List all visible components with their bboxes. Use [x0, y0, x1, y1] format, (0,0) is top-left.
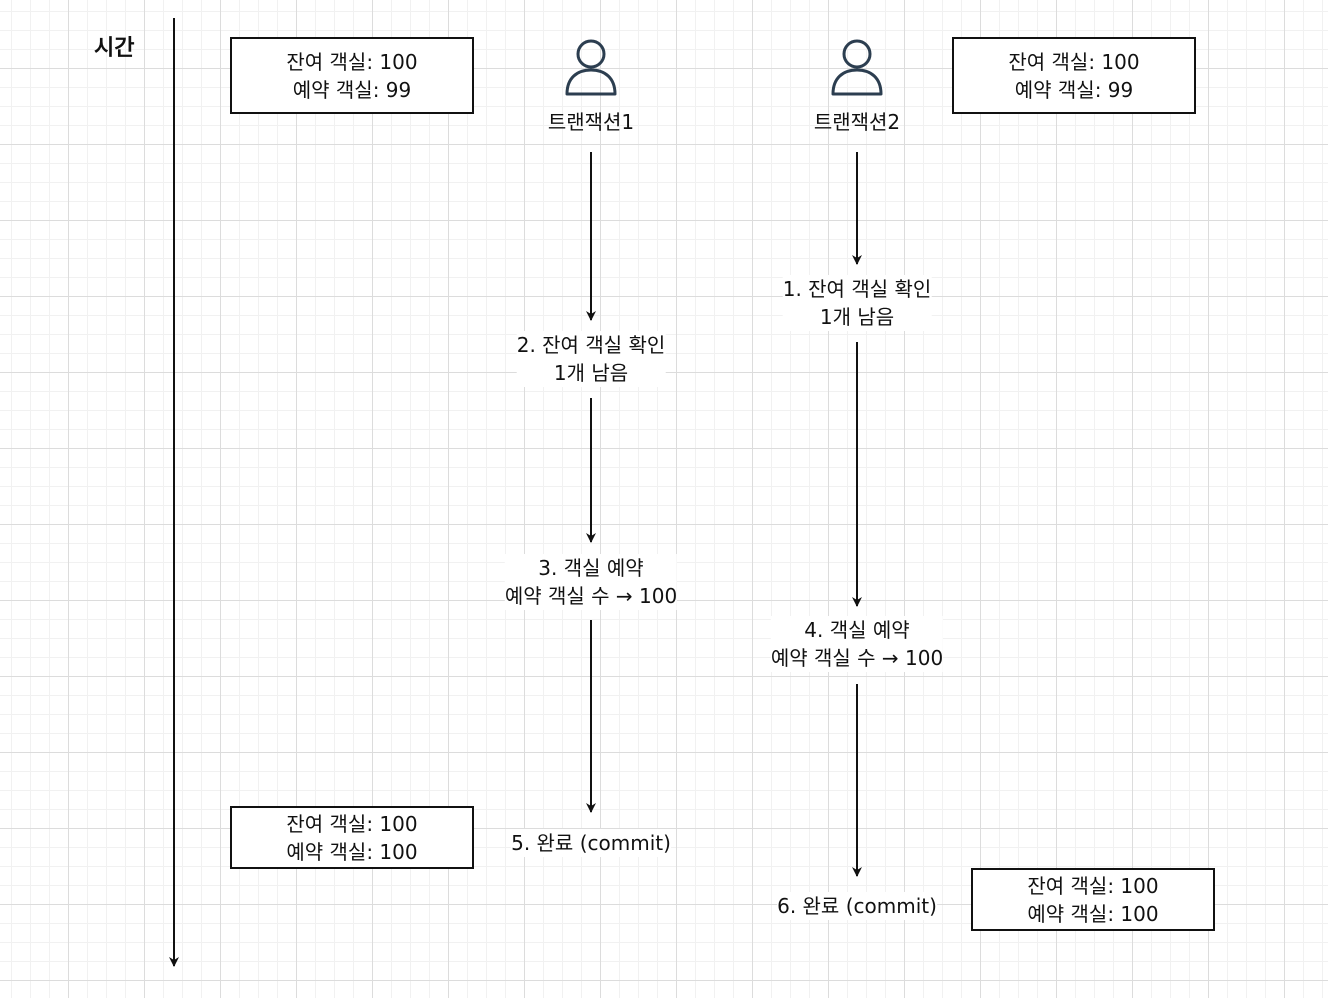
remaining-rooms-text: 잔여 객실: 100: [286, 811, 418, 836]
user-icon: [831, 39, 883, 96]
state-box-t2-final: 잔여 객실: 100 예약 객실: 100: [971, 868, 1215, 931]
step-detail: 1개 남음: [819, 305, 895, 329]
user-icon: [565, 39, 617, 96]
time-axis-label: 시간: [94, 36, 135, 61]
state-box-t1-initial: 잔여 객실: 100 예약 객실: 99: [230, 37, 474, 114]
step-2-label: 2. 잔여 객실 확인 1개 남음: [516, 331, 666, 387]
step-5-label: 5. 완료 (commit): [511, 829, 671, 857]
state-box-t1-final: 잔여 객실: 100 예약 객실: 100: [230, 806, 474, 869]
reserved-rooms-text: 예약 객실: 99: [292, 77, 412, 102]
step-title: 5. 완료 (commit): [511, 831, 671, 855]
remaining-rooms-text: 잔여 객실: 100: [1027, 873, 1159, 898]
step-4-label: 4. 객실 예약 예약 객실 수 → 100: [770, 616, 944, 672]
step-detail: 예약 객실 수 → 100: [504, 584, 678, 608]
reserved-rooms-text: 예약 객실: 100: [286, 839, 418, 864]
remaining-rooms-text: 잔여 객실: 100: [1008, 49, 1140, 74]
remaining-rooms-text: 잔여 객실: 100: [286, 49, 418, 74]
step-1-label: 1. 잔여 객실 확인 1개 남음: [782, 275, 932, 331]
step-title: 4. 객실 예약: [804, 618, 910, 642]
state-box-t2-initial: 잔여 객실: 100 예약 객실: 99: [952, 37, 1196, 114]
actor-transaction-1: 트랜잭션1: [547, 110, 635, 134]
reserved-rooms-text: 예약 객실: 100: [1027, 901, 1159, 926]
step-detail: 예약 객실 수 → 100: [770, 646, 944, 670]
step-title: 2. 잔여 객실 확인: [516, 333, 666, 357]
actor-transaction-2: 트랜잭션2: [813, 110, 901, 134]
step-title: 1. 잔여 객실 확인: [782, 277, 932, 301]
step-6-label: 6. 완료 (commit): [777, 892, 937, 920]
step-title: 6. 완료 (commit): [777, 894, 937, 918]
step-title: 3. 객실 예약: [538, 556, 644, 580]
step-3-label: 3. 객실 예약 예약 객실 수 → 100: [504, 554, 678, 610]
reserved-rooms-text: 예약 객실: 99: [1014, 77, 1134, 102]
step-detail: 1개 남음: [553, 361, 629, 385]
